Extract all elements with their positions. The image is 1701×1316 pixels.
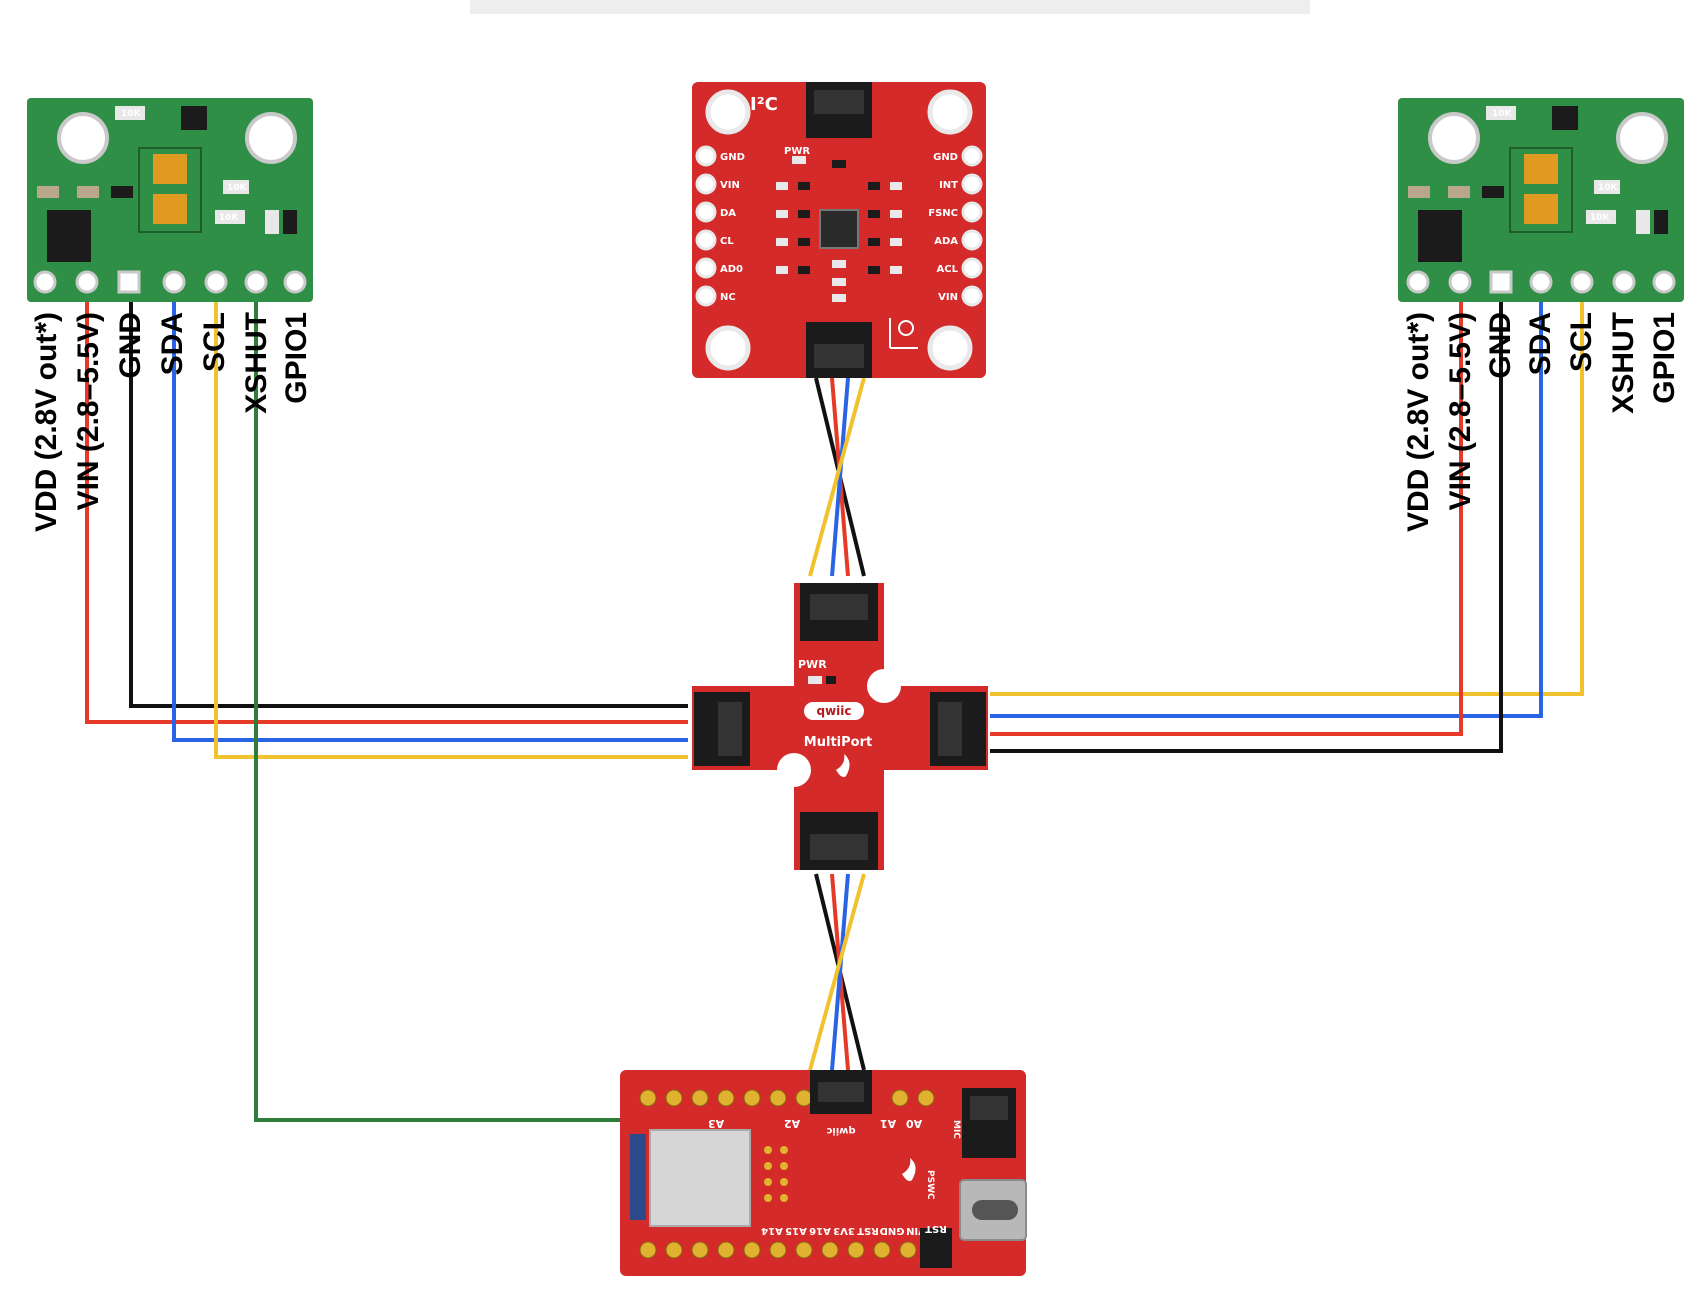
silk-label-5: 10K: [1598, 183, 1619, 193]
pin-label-vin: VIN (2.8–5.5V): [72, 312, 105, 510]
mcu-label: VIN: [906, 1225, 926, 1236]
pin-label-sda: SDA: [156, 312, 189, 375]
imu-title: I²C: [750, 94, 778, 115]
imu-left-pin-label: GND: [720, 152, 745, 163]
mcu-rst-label: RST: [925, 1223, 947, 1234]
wire-left-gnd: [129, 281, 688, 708]
imu-left-pin-label: CL: [720, 236, 734, 247]
mcu-side-label: PSWC: [925, 1170, 935, 1200]
imu-right-pin-label: GND: [933, 152, 958, 163]
mcu-label: A14: [761, 1225, 783, 1236]
imu-pwr-label: PWR: [784, 146, 810, 157]
wires: [85, 281, 1584, 1122]
mcu-label: A0: [906, 1117, 923, 1130]
mcu-label: 3V3: [833, 1225, 855, 1236]
imu-board: I²C PWR GND VIN DA CL AD0 NC GND INT: [692, 82, 986, 378]
wire-right-gnd: [990, 281, 1503, 753]
imu-left-pin-label: DA: [720, 208, 736, 219]
qwiic-multiport: PWR qwiic MultiPort: [692, 583, 988, 870]
wire-right-sda: [990, 281, 1543, 718]
imu-right-pin-label: VIN: [938, 292, 958, 303]
sensor-board-right: 10K 10K 10K: [1398, 98, 1684, 302]
mcu-label: A16: [809, 1225, 831, 1236]
mcu-label: A15: [785, 1225, 807, 1236]
silk-label-3: 10K: [219, 213, 240, 223]
silk-label-1: 10K: [121, 109, 142, 119]
pin-label-xshut: XSHUT: [1607, 312, 1640, 414]
axis-icon: [889, 318, 918, 349]
pin-label-sda: SDA: [1524, 312, 1557, 375]
imu-left-pins: GND VIN DA CL AD0 NC: [695, 145, 745, 307]
pin-labels-right: VDD (2.8V out*) VIN (2.8–5.5V) GND SDA S…: [1402, 312, 1681, 532]
pin-label-scl: SCL: [1565, 312, 1598, 372]
wire-right-scl: [990, 281, 1584, 696]
wire-left-vin: [85, 281, 688, 724]
mcu-bottom-labels: A14 A15 A16 3V3 RST GND VIN: [761, 1225, 926, 1236]
wire-left-sda: [172, 281, 688, 742]
silk-label-2: 10K: [227, 183, 248, 193]
sparkfun-flame-icon: [902, 1158, 916, 1182]
pin-label-gnd: GND: [1484, 312, 1517, 379]
sensor-board-left: 10K 10K 10K: [27, 98, 313, 302]
reset-button: [920, 1228, 952, 1268]
mcu-label: RST: [857, 1225, 879, 1236]
imu-right-pins: GND INT FSNC ADA ACL VIN: [928, 145, 983, 307]
wire-imu-sda: [830, 377, 850, 577]
sparkfun-flame-icon: [836, 754, 850, 778]
pin-label-gpio1: GPIO1: [280, 312, 313, 404]
mcu-side-label: MIC: [951, 1120, 961, 1139]
mcu-label: A3: [708, 1117, 724, 1130]
mcu-board: A3 A2 A1 A0 qwiic A14 A15 A16 3V3 RST GN…: [620, 1070, 1027, 1276]
imu-right-pin-label: ADA: [934, 236, 958, 247]
wire-mcu-sda: [830, 873, 850, 1071]
mcu-label: GND: [880, 1225, 905, 1236]
imu-left-pin-label: AD0: [720, 264, 743, 275]
imu-left-pin-label: NC: [720, 292, 736, 303]
wire-mcu-scl: [808, 873, 866, 1071]
imu-right-pin-label: ACL: [937, 264, 959, 275]
mcu-qwiic-label: qwiic: [826, 1125, 855, 1136]
mcu-label: A2: [784, 1117, 800, 1130]
pin-label-scl: SCL: [198, 312, 231, 372]
wire-xshut: [254, 281, 650, 1122]
silk-label-6: 10K: [1590, 213, 1611, 223]
pin-label-gnd: GND: [114, 312, 147, 379]
multiport-pwr-label: PWR: [798, 658, 827, 671]
mcu-label: A1: [880, 1117, 896, 1130]
wire-left-scl: [214, 281, 688, 759]
pin-label-vdd: VDD (2.8V out*): [30, 312, 63, 532]
pin-label-xshut: XSHUT: [240, 312, 273, 414]
multiport-name: MultiPort: [804, 735, 872, 750]
pin-label-vdd: VDD (2.8V out*): [1402, 312, 1435, 532]
imu-right-pin-label: FSNC: [928, 208, 958, 219]
multiport-logo: qwiic: [816, 704, 851, 718]
silk-label-4: 10K: [1492, 109, 1513, 119]
imu-left-pin-label: VIN: [720, 180, 740, 191]
imu-right-pin-label: INT: [939, 180, 958, 191]
pin-label-gpio1: GPIO1: [1648, 312, 1681, 404]
pin-labels-left: VDD (2.8V out*) VIN (2.8–5.5V) GND SDA S…: [30, 312, 313, 532]
top-shadow: [470, 0, 1310, 14]
wire-right-vin: [990, 281, 1463, 736]
wire-imu-scl: [808, 377, 866, 577]
pin-label-vin: VIN (2.8–5.5V): [1444, 312, 1477, 510]
qwiic-logo-badge: [804, 702, 864, 720]
